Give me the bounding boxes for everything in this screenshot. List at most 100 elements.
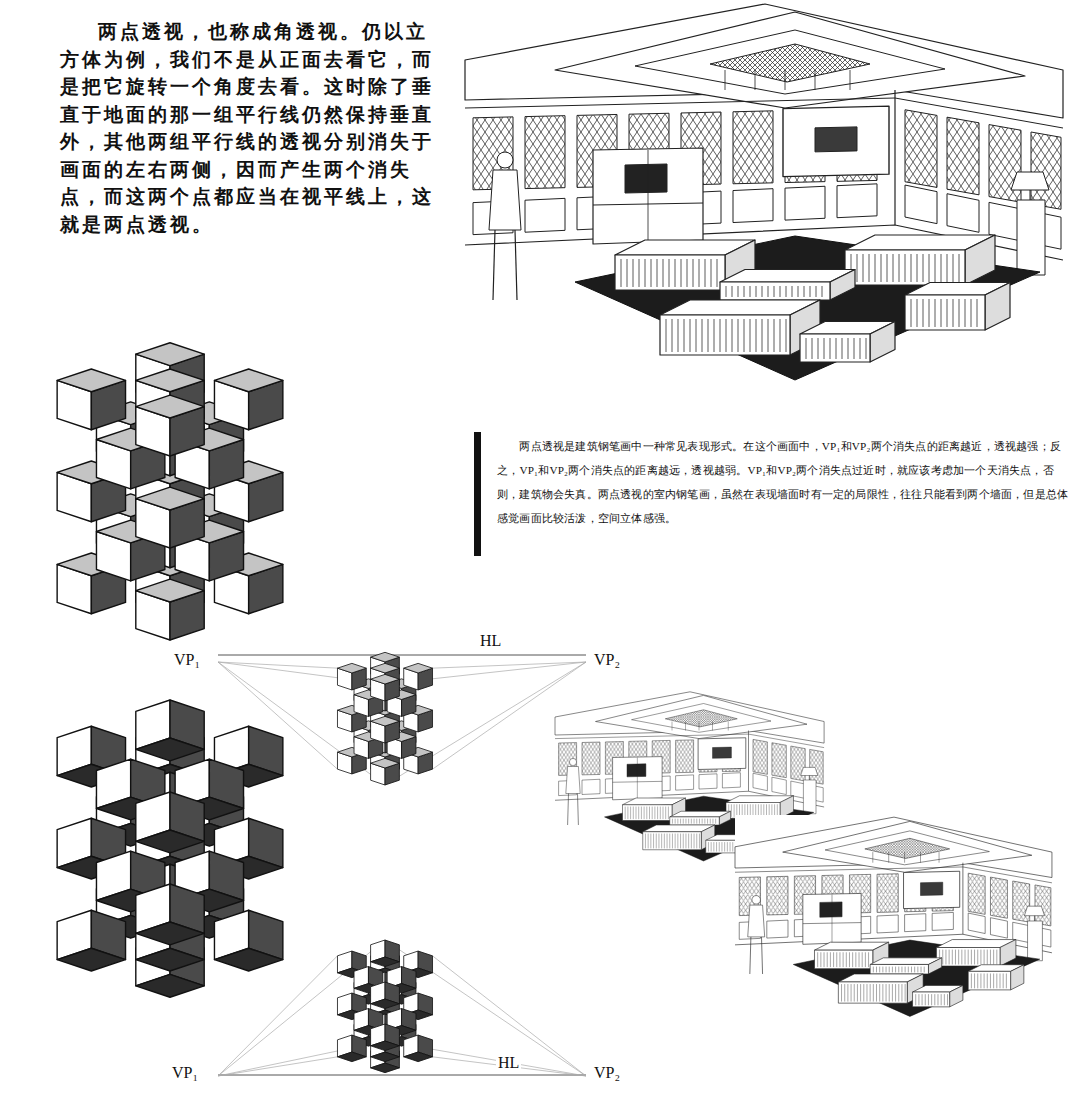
furniture-slat xyxy=(716,842,717,851)
furniture-slat xyxy=(824,338,825,359)
furniture-slat xyxy=(836,338,837,359)
furniture-slat xyxy=(665,807,666,820)
furniture-slat xyxy=(822,286,823,297)
chandelier-drop xyxy=(728,722,729,731)
furniture-slat xyxy=(651,259,652,287)
chandelier-drop xyxy=(685,722,686,731)
furniture-slat xyxy=(855,952,856,967)
furniture-slat xyxy=(898,967,899,973)
furniture-slat xyxy=(738,286,739,297)
cube-pillar xyxy=(337,940,432,1073)
furniture-slat xyxy=(955,950,956,965)
furniture-slat xyxy=(756,286,757,297)
furniture-slat xyxy=(830,338,831,359)
furniture-slat xyxy=(862,952,863,967)
furniture-slat xyxy=(656,834,657,849)
perspective-guides xyxy=(218,940,586,1076)
dado-panel xyxy=(722,773,740,788)
furniture-slat xyxy=(947,994,948,1005)
vanishing-guide xyxy=(218,662,337,769)
furniture-slat xyxy=(893,254,894,282)
furniture-slat xyxy=(715,819,716,824)
figure-leg xyxy=(577,794,579,826)
wall-corner xyxy=(894,90,895,225)
furniture-slat xyxy=(953,299,954,327)
dado-panel xyxy=(968,913,985,933)
cabinet xyxy=(613,757,663,800)
furniture-slat xyxy=(857,984,858,1001)
picture-frame xyxy=(698,738,746,770)
furniture-slat xyxy=(731,804,732,817)
vanishing-point-label: VP₂ xyxy=(592,1064,622,1082)
furniture-slat xyxy=(876,967,877,973)
furniture-slat xyxy=(935,299,936,327)
furniture-slat xyxy=(669,834,670,849)
furniture-slat xyxy=(859,952,860,967)
furniture-slat xyxy=(882,984,883,1001)
dado-panel xyxy=(947,194,979,233)
furniture-slat xyxy=(941,994,942,1005)
dado-panel xyxy=(990,918,1007,938)
furniture-slat xyxy=(873,984,874,1001)
sketch-ground xyxy=(735,815,1053,1017)
furniture-slat xyxy=(911,299,912,327)
furniture-slat xyxy=(949,950,950,965)
furniture-slat xyxy=(768,286,769,297)
furniture-slat xyxy=(708,842,709,851)
cabinet-divider xyxy=(637,758,638,799)
rug xyxy=(793,940,1039,1016)
furniture-front xyxy=(968,971,1010,990)
furniture-slat xyxy=(929,254,930,282)
chandelier-drop xyxy=(939,852,940,863)
cube-cap-face xyxy=(371,1052,400,1062)
television xyxy=(627,764,646,777)
furniture-side xyxy=(1011,965,1024,990)
lamp-shade xyxy=(1011,172,1049,190)
vanishing-guide xyxy=(218,662,385,785)
furniture-slat xyxy=(666,319,667,352)
ceiling-coffer xyxy=(783,821,1032,872)
furniture-slat xyxy=(959,254,960,282)
furniture-slat xyxy=(639,259,640,287)
furniture-slat xyxy=(990,950,991,965)
furniture-slat xyxy=(870,984,871,1001)
furniture-slat xyxy=(727,842,728,851)
furniture-slat xyxy=(664,834,665,849)
furniture-front xyxy=(670,817,720,825)
cabinet xyxy=(803,893,861,944)
furniture-slat xyxy=(971,299,972,327)
furniture-slat xyxy=(756,319,757,352)
furniture-slat xyxy=(958,950,959,965)
lamp-stand xyxy=(1017,200,1045,275)
painting xyxy=(713,747,732,758)
lamp-shade xyxy=(801,767,818,775)
furniture-slat xyxy=(648,834,649,849)
horizon-line xyxy=(218,655,586,656)
furniture-slat xyxy=(663,259,664,287)
furniture-slat xyxy=(646,807,647,820)
furniture-slat xyxy=(699,819,700,824)
furniture-side xyxy=(719,811,730,825)
furniture-slat xyxy=(879,967,880,973)
furniture-slat xyxy=(937,994,938,1005)
furniture-slat xyxy=(691,834,692,849)
furniture-front xyxy=(936,948,1000,967)
figure-leg xyxy=(567,794,569,826)
furniture-side xyxy=(950,985,963,1006)
furniture-slat xyxy=(971,973,972,988)
furniture-slat xyxy=(987,973,988,988)
furniture-slat xyxy=(824,952,825,967)
wall-corner xyxy=(748,731,749,792)
furniture-slat xyxy=(677,834,678,849)
furniture-slat xyxy=(726,319,727,352)
furniture-slat xyxy=(810,286,811,297)
vanishing-guide xyxy=(385,940,586,1076)
furniture-slat xyxy=(911,254,912,282)
furniture-slat xyxy=(923,299,924,327)
furniture-slat xyxy=(685,834,686,849)
chandelier xyxy=(665,710,737,727)
furniture-slat xyxy=(798,286,799,297)
furniture-slat xyxy=(1003,973,1004,988)
dado-panel xyxy=(905,914,926,932)
